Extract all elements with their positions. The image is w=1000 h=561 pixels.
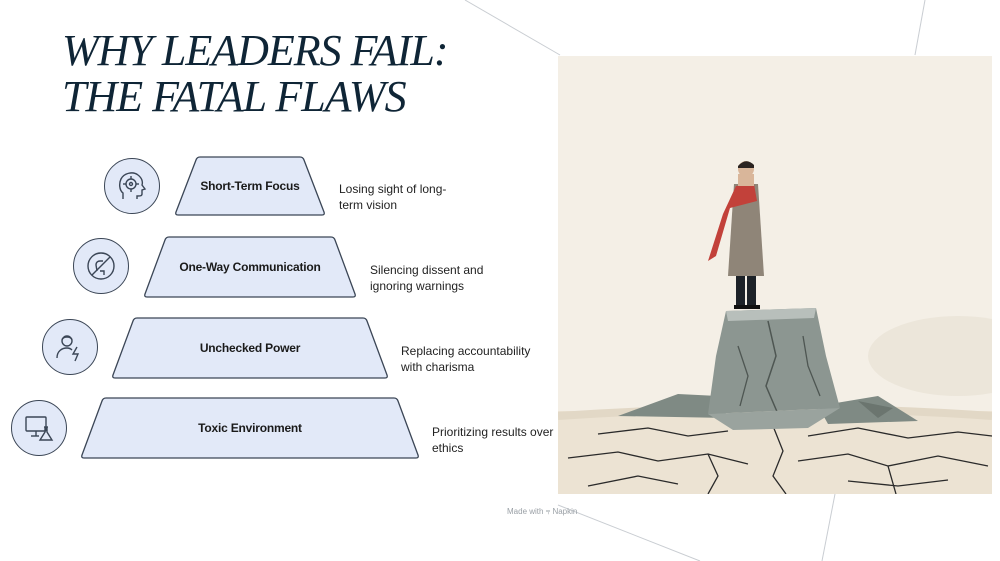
level-label: Toxic Environment — [198, 421, 302, 435]
level-toxic-environment: Toxic Environment — [81, 397, 419, 459]
level-label: Unchecked Power — [199, 341, 301, 355]
level-short-term-focus: Short-Term Focus — [175, 156, 325, 216]
level-label: One-Way Communication — [179, 260, 321, 274]
title-line-2: THE FATAL FLAWS — [62, 72, 407, 121]
title-line-1: WHY LEADERS FAIL: — [62, 26, 449, 75]
page-title: WHY LEADERS FAIL: THE FATAL FLAWS — [62, 26, 449, 121]
level-description: Silencing dissent and ignoring warnings — [370, 263, 484, 293]
made-with-label: Made with — [507, 507, 544, 516]
brand-label: Napkin — [552, 507, 578, 516]
made-with-credit: Made with ⫧ Napkin — [507, 507, 577, 517]
leader-on-crumbling-pedestal-illustration — [558, 56, 992, 494]
person-lightning-icon — [42, 319, 98, 375]
monitor-flask-icon — [11, 400, 67, 456]
napkin-logo-icon: ⫧ — [545, 507, 551, 516]
level-one-way-communication: One-Way Communication — [144, 236, 356, 298]
level-description: Replacing accountability with charisma — [401, 344, 531, 374]
level-description: Losing sight of long-term vision — [339, 182, 447, 212]
no-speaking-icon — [73, 238, 129, 294]
level-label: Short-Term Focus — [200, 179, 300, 193]
level-description: Prioritizing results over ethics — [432, 425, 554, 455]
level-unchecked-power: Unchecked Power — [112, 317, 388, 379]
target-head-icon — [104, 158, 160, 214]
